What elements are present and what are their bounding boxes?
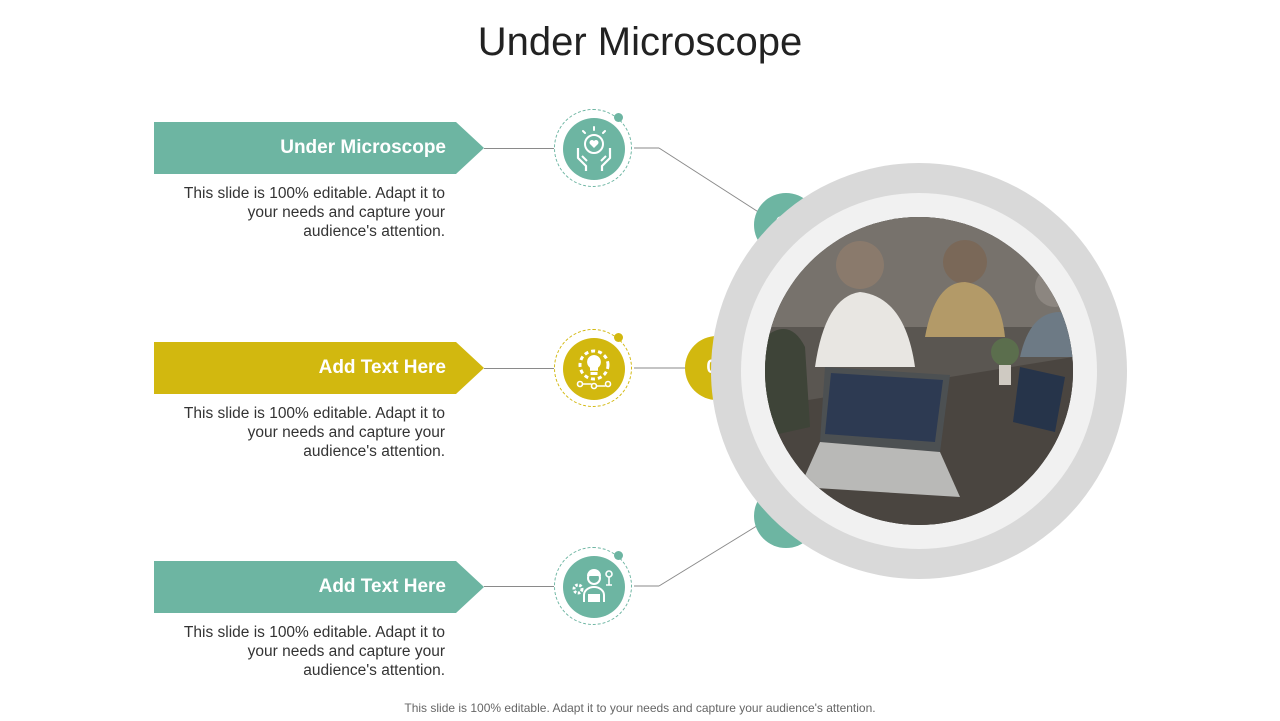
lightbulb-gear-network-icon <box>563 338 625 400</box>
accent-dot <box>614 113 623 122</box>
list-item-3: Add Text Here This slide is 100% editabl… <box>0 484 1280 721</box>
item-banner: Under Microscope <box>154 122 484 174</box>
item-heading: Under Microscope <box>280 137 446 158</box>
accent-dot <box>614 333 623 342</box>
hands-holding-heart-icon <box>563 118 625 180</box>
accent-dot <box>614 551 623 560</box>
icon-ring <box>554 547 632 625</box>
connector-line <box>484 148 554 149</box>
icon-ring <box>554 329 632 407</box>
footer-note: This slide is 100% editable. Adapt it to… <box>404 701 876 715</box>
icon-ring <box>554 109 632 187</box>
engineer-gear-idea-icon <box>563 556 625 618</box>
item-description: This slide is 100% editable. Adapt it to… <box>183 405 445 460</box>
item-description: This slide is 100% editable. Adapt it to… <box>183 185 445 240</box>
list-item-1: Under Microscope This slide is 100% edit… <box>0 109 1280 282</box>
item-heading: Add Text Here <box>318 357 446 378</box>
list-item-2: Add Text Here This slide is 100% editabl… <box>0 329 1280 502</box>
item-description: This slide is 100% editable. Adapt it to… <box>183 624 445 679</box>
team-photo <box>765 217 1073 525</box>
item-heading: Add Text Here <box>318 576 446 597</box>
connector-line <box>484 586 554 587</box>
item-banner: Add Text Here <box>154 342 484 394</box>
connector-line <box>484 368 554 369</box>
slide-title: Under Microscope <box>477 20 803 64</box>
item-banner: Add Text Here <box>154 561 484 613</box>
